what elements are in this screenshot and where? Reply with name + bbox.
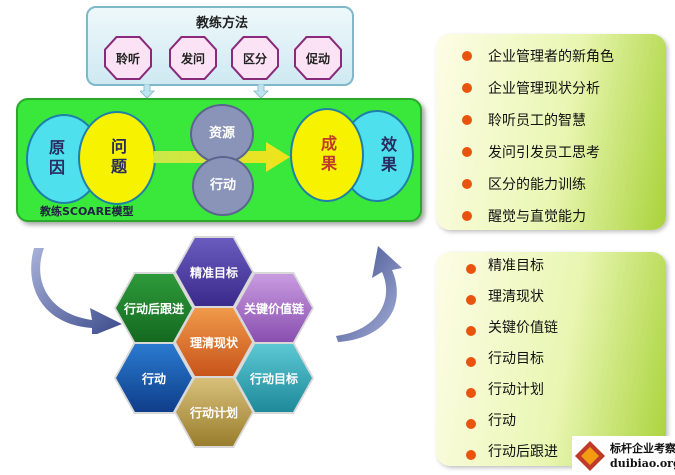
methods-to-model-arrows: [140, 84, 269, 99]
step-item: 精准目标: [488, 258, 544, 274]
hex-action-plan: 行动计划: [176, 378, 252, 446]
bullet-icon: [466, 419, 476, 429]
topic-item: 企业管理现状分析: [488, 81, 600, 97]
left-curved-arrow: [31, 248, 122, 334]
bullet-icon: [462, 51, 472, 61]
method-ask: 发问: [169, 36, 217, 80]
coaching-methods-title: 教练方法: [195, 16, 248, 31]
topic-item: 区分的能力训练: [488, 177, 586, 193]
bullet-icon: [462, 147, 472, 157]
topic-item: 发问引发员工思考: [488, 145, 600, 161]
hex-clarify-status: 理清现状: [176, 308, 252, 376]
bullet-icon: [466, 450, 476, 460]
logo-url: duibiao.org: [610, 457, 675, 470]
resources-ellipse: 资源: [190, 104, 254, 164]
bullet-icon: [462, 179, 472, 189]
bullet-icon: [466, 264, 476, 274]
step-item: 关键价值链: [488, 320, 558, 336]
bullet-icon: [466, 357, 476, 367]
bullet-icon: [466, 295, 476, 305]
logo-name: 标杆企业考察: [610, 442, 675, 455]
step-item: 行动: [488, 413, 516, 429]
result-ellipse: 成果: [290, 108, 364, 202]
course-topics-panel: [436, 34, 666, 230]
step-item: 行动后跟进: [488, 444, 558, 460]
hex-precise-goal: 精准目标: [176, 238, 252, 306]
method-listen: 聆听: [104, 36, 152, 80]
bullet-icon: [462, 83, 472, 93]
bullet-icon: [462, 115, 472, 125]
scoare-model-label: 教练SCOARE模型: [40, 205, 134, 218]
step-item: 行动目标: [488, 351, 544, 367]
action-ellipse: 行动: [192, 156, 254, 216]
problem-ellipse: 问题: [78, 111, 156, 205]
bullet-icon: [462, 211, 472, 221]
method-motivate: 促动: [294, 36, 342, 80]
topic-item: 醒觉与直觉能力: [488, 209, 586, 225]
method-distinguish: 区分: [231, 36, 279, 80]
step-item: 理清现状: [488, 289, 544, 305]
topic-item: 聆听员工的智慧: [488, 113, 586, 129]
hex-action: 行动: [116, 344, 192, 412]
site-logo: 标杆企业考察 duibiao.org: [572, 436, 675, 475]
bullet-icon: [466, 388, 476, 398]
step-item: 行动计划: [488, 382, 544, 398]
bullet-icon: [466, 326, 476, 336]
topic-item: 企业管理者的新角色: [488, 49, 614, 65]
right-curved-arrow: [336, 246, 402, 342]
logo-diamond-icon: [575, 441, 605, 471]
coaching-methods-box: 教练方法 聆听 发问 区分 促动: [86, 6, 354, 86]
hex-follow-up: 行动后跟进: [116, 274, 192, 342]
